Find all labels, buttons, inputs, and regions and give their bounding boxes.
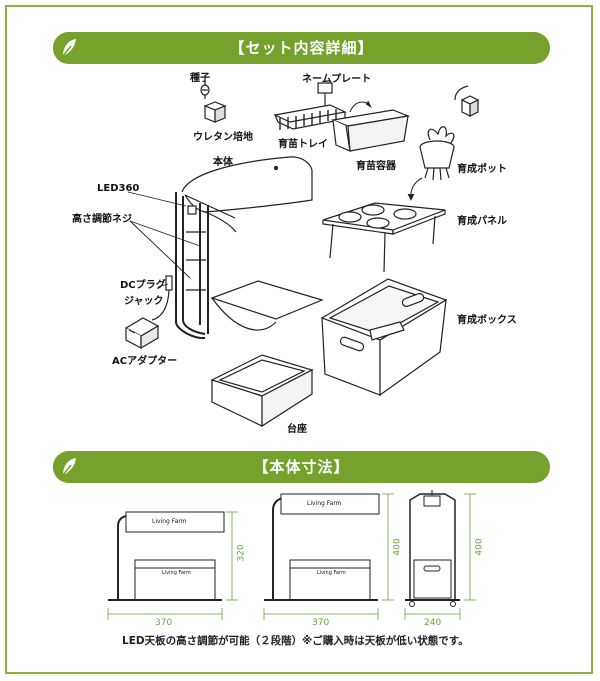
brand-label: Living Farm xyxy=(307,500,342,507)
dimension-height: 400 xyxy=(474,538,485,556)
dimension-height: 320 xyxy=(236,544,247,562)
body-base-plate-icon xyxy=(210,280,324,331)
brand-label: Living Farm xyxy=(317,570,346,576)
label-led: LED360 xyxy=(97,183,140,194)
base-stand-icon xyxy=(210,354,314,428)
front-low-dim-lines xyxy=(107,511,238,620)
leader-lines xyxy=(127,191,201,288)
front-view-low-icon xyxy=(108,511,225,601)
side-view-icon xyxy=(405,490,460,607)
leaf-icon xyxy=(53,32,85,64)
section-title: 【本体寸法】 xyxy=(253,458,350,476)
label-name-plate: ネームプレート xyxy=(302,74,372,85)
label-urethane: ウレタン培地 xyxy=(193,132,253,143)
front-high-dim-lines xyxy=(263,493,394,620)
section-header-set-contents: 【セット内容詳細】 xyxy=(53,32,550,64)
growing-pot-icon xyxy=(419,85,480,181)
label-seed: 種子 xyxy=(190,73,210,84)
brand-label: Living Farm xyxy=(152,518,187,525)
label-jack: ジャック xyxy=(124,296,164,307)
section-header-dimensions: 【本体寸法】 xyxy=(53,451,550,483)
leaf-icon xyxy=(53,451,85,483)
label-growing-box: 育成ボックス xyxy=(457,315,517,326)
growing-box-icon xyxy=(320,278,448,397)
note-purchase-state: ※ご購入時は天板が低い状態です。 xyxy=(302,635,469,647)
dimension-width: 240 xyxy=(424,618,442,628)
seedling-tray-icon xyxy=(273,104,347,130)
growing-panel-icon xyxy=(322,202,446,273)
dc-plug-icon xyxy=(151,275,173,321)
label-dc-plug: DCプラグ xyxy=(120,280,166,291)
section-title: 【セット内容詳細】 xyxy=(229,39,374,57)
page-frame xyxy=(5,5,593,674)
ac-adapter-icon xyxy=(124,317,160,350)
side-dim-lines xyxy=(404,493,476,620)
label-growing-pot: 育成ポット xyxy=(457,164,507,175)
label-seedling-container: 育苗容器 xyxy=(356,161,396,172)
main-body-icon xyxy=(175,156,313,339)
note-adjustable: LED天板の高さ調節が可能（２段階） xyxy=(122,635,303,647)
urethane-cube-icon xyxy=(203,101,227,123)
label-main-body: 本体 xyxy=(213,157,233,168)
label-base: 台座 xyxy=(287,424,307,435)
dimension-height: 400 xyxy=(392,538,403,556)
dimension-width: 370 xyxy=(155,618,173,628)
label-growing-panel: 育成パネル xyxy=(457,216,507,227)
label-height-screw: 高さ調節ネジ xyxy=(72,214,132,225)
seed-icon xyxy=(200,80,210,99)
dimension-width: 370 xyxy=(312,618,330,628)
front-view-high-icon xyxy=(264,493,380,601)
label-seedling-tray: 育苗トレイ xyxy=(278,139,328,150)
seedling-container-icon xyxy=(330,109,411,152)
brand-label: Living Farm xyxy=(162,570,191,576)
label-ac-adapter: ACアダプター xyxy=(112,356,178,367)
